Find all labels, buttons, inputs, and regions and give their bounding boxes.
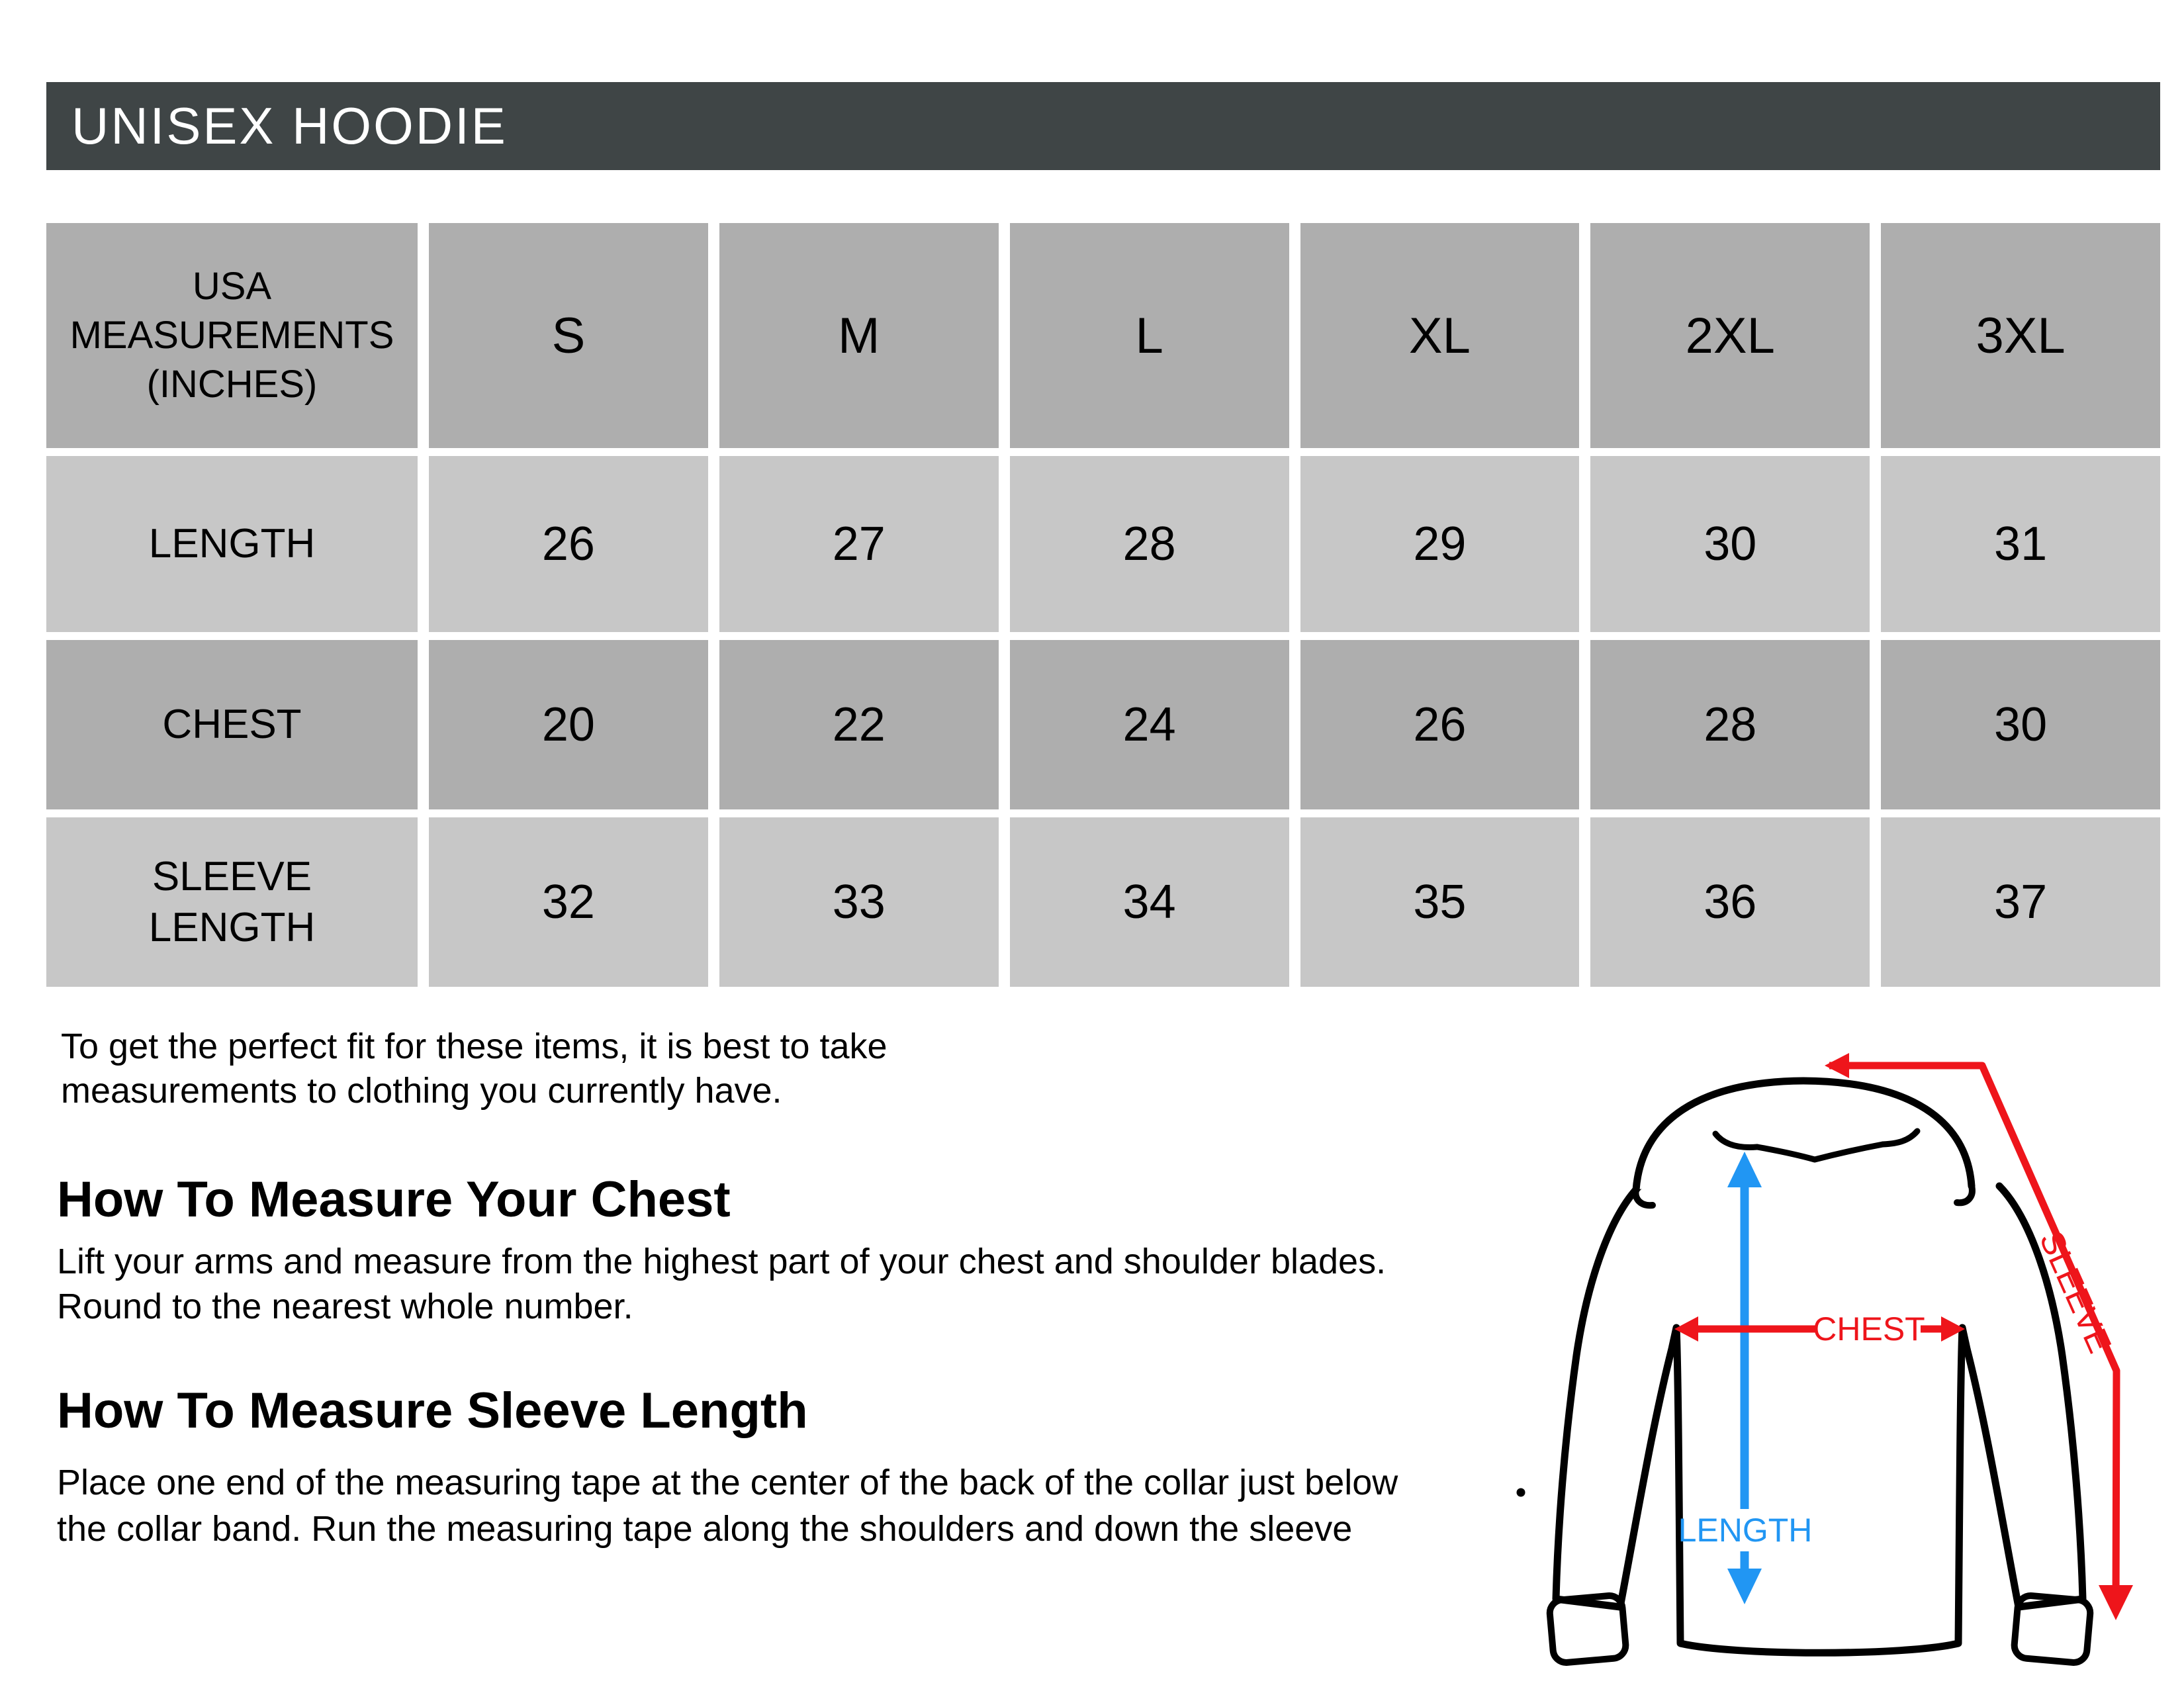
length-arrowhead-bottom — [1727, 1569, 1762, 1604]
table-corner-header: USA MEASUREMENTS (INCHES) — [46, 223, 418, 448]
chest-arrowhead-right — [1941, 1316, 1965, 1342]
cell-sleeve-l: 34 — [1009, 817, 1289, 987]
cell-length-3xl: 31 — [1881, 456, 2160, 632]
sleeve-arrowhead-bottom — [2099, 1585, 2133, 1620]
chest-measure-text: Lift your arms and measure from the high… — [57, 1242, 1387, 1326]
sleeve-arrowhead-left — [1825, 1053, 1849, 1078]
size-header-s: S — [429, 223, 708, 448]
cell-length-m: 27 — [719, 456, 999, 632]
hoodie-body-outline — [1552, 1182, 2087, 1657]
cell-chest-2xl: 28 — [1590, 640, 1870, 809]
hood-right-curl — [1954, 1183, 1976, 1207]
cell-sleeve-m: 33 — [719, 817, 999, 987]
sleeve-arrow-line — [1829, 1062, 2120, 1613]
hood-outline — [1632, 1077, 1976, 1194]
cell-chest-3xl: 30 — [1881, 640, 2160, 809]
page-title: UNISEX HOODIE — [71, 97, 508, 155]
size-header-xl: XL — [1300, 223, 1580, 448]
fit-note: To get the perfect fit for these items, … — [61, 1027, 887, 1111]
cell-chest-l: 24 — [1009, 640, 1289, 809]
cell-chest-m: 22 — [719, 640, 999, 809]
chest-arrowhead-left — [1674, 1316, 1698, 1342]
size-header-2xl: 2XL — [1590, 223, 1870, 448]
cell-chest-s: 20 — [429, 640, 708, 809]
collar-left-edge — [1712, 1130, 1760, 1150]
cell-length-2xl: 30 — [1590, 456, 1870, 632]
size-header-m: M — [719, 223, 999, 448]
hoodie-body-fill — [1556, 1176, 2083, 1653]
sleeve-measure-heading: How To Measure Sleeve Length — [57, 1383, 808, 1439]
size-header-l: L — [1009, 223, 1289, 448]
chest-measure-heading: How To Measure Your Chest — [57, 1171, 731, 1228]
row-label-chest: CHEST — [46, 640, 418, 809]
cell-sleeve-s: 32 — [429, 817, 708, 987]
length-arrowhead-top — [1727, 1152, 1762, 1187]
hood-fill — [1636, 1081, 1972, 1190]
cell-chest-xl: 26 — [1300, 640, 1580, 809]
right-cuff — [2011, 1592, 2094, 1666]
size-header-3xl: 3XL — [1881, 223, 2160, 448]
cell-length-l: 28 — [1009, 456, 1289, 632]
cell-sleeve-2xl: 36 — [1590, 817, 1870, 987]
cell-length-s: 26 — [429, 456, 708, 632]
length-label-bg — [1684, 1509, 1807, 1551]
cell-length-xl: 29 — [1300, 456, 1580, 632]
hood-left-curl — [1632, 1187, 1656, 1209]
cell-sleeve-xl: 35 — [1300, 817, 1580, 987]
length-label: LENGTH — [1678, 1512, 1813, 1549]
chest-label: CHEST — [1813, 1310, 1925, 1348]
hoodie-diagram-svg: LENGTH CHEST SLEEVE — [1516, 1053, 2133, 1666]
left-cuff — [1546, 1592, 1629, 1666]
row-label-length: LENGTH — [46, 456, 418, 632]
measurement-diagram: LENGTH CHEST SLEEVE — [1416, 953, 2184, 1688]
size-table: USA MEASUREMENTS (INCHES) S M L XL 2XL 3… — [46, 223, 2160, 987]
sleeve-measure-text: Place one end of the measuring tape at t… — [57, 1463, 1398, 1549]
stray-dot — [1516, 1488, 1525, 1497]
cell-sleeve-3xl: 37 — [1881, 817, 2160, 987]
row-label-sleeve-length: SLEEVE LENGTH — [46, 817, 418, 987]
title-bar: UNISEX HOODIE — [46, 82, 2160, 170]
collar-v-neck — [1754, 1141, 1886, 1163]
collar-right-edge — [1880, 1128, 1921, 1148]
